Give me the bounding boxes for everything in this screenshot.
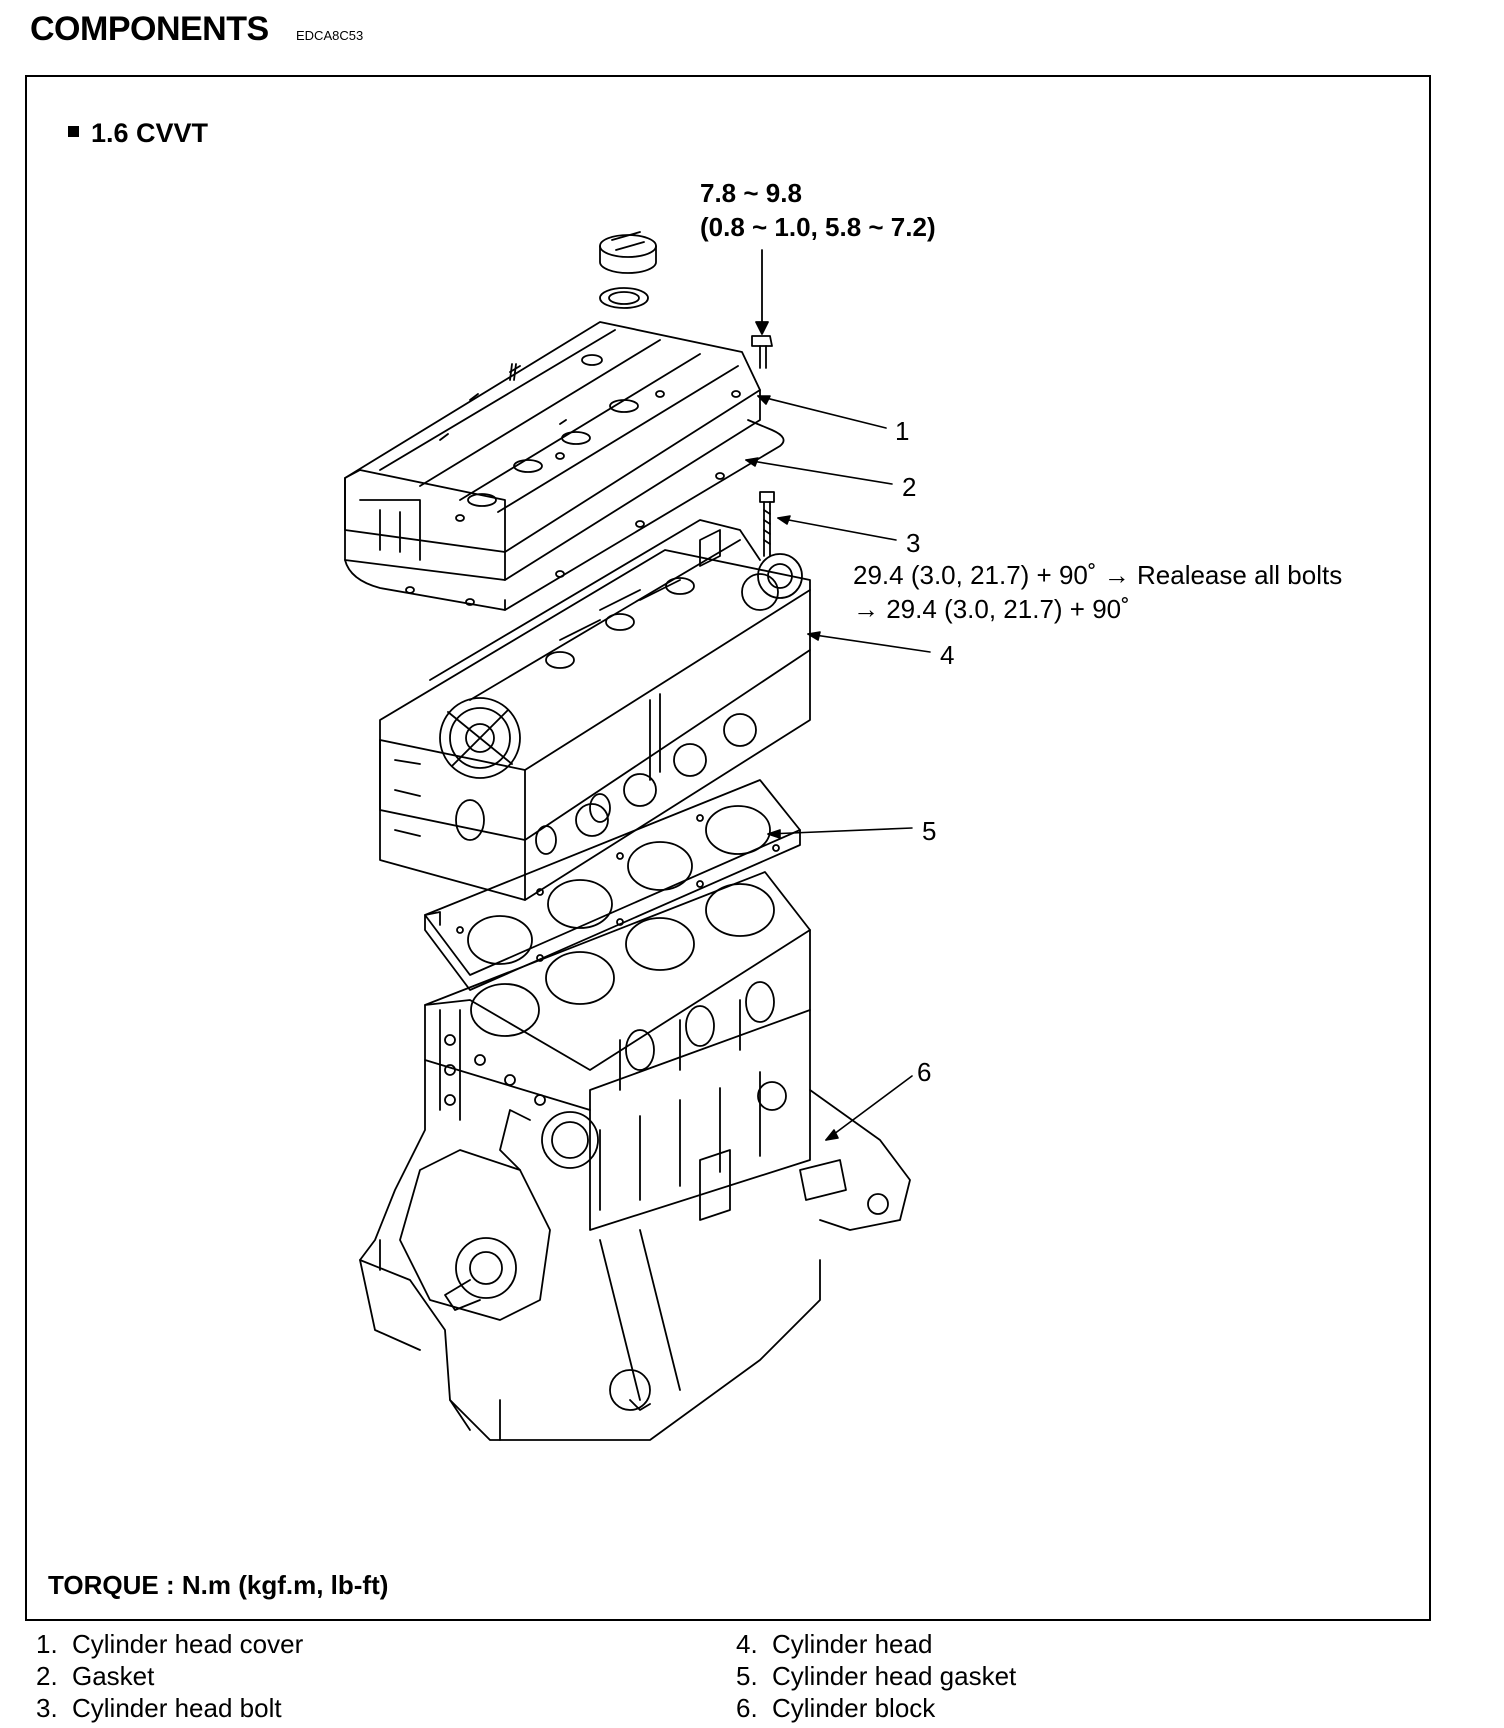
legend-number: 3. xyxy=(36,1693,58,1723)
legend-item: 5. Cylinder head gasket xyxy=(736,1660,1016,1692)
torque-cover-bolt-line1: 7.8 ~ 9.8 xyxy=(700,178,802,208)
legend-right: 4. Cylinder head 5. Cylinder head gasket 6… xyxy=(736,1628,1016,1724)
legend-number: 2. xyxy=(36,1661,58,1691)
torque-unit-note: TORQUE : N.m (kgf.m, lb-ft) xyxy=(48,1570,389,1600)
legend-label: Cylinder head cover xyxy=(72,1629,304,1659)
legend-number: 1. xyxy=(36,1629,58,1659)
legend-left: 1. Cylinder head cover 2. Gasket 3. Cylinde… xyxy=(36,1628,303,1724)
diagram-frame xyxy=(25,75,1431,1621)
head-bolt-drawing xyxy=(760,492,774,556)
legend-number: 4. xyxy=(736,1629,758,1659)
legend-item: 1. Cylinder head cover xyxy=(36,1628,303,1660)
torque-head-bolt-line1: 29.4 (3.0, 21.7) + 90˚ → Realease all bo… xyxy=(853,560,1343,590)
legend-label: Cylinder head bolt xyxy=(72,1693,282,1723)
document-code: EDCA8C53 xyxy=(296,28,364,43)
legend-item: 4. Cylinder head xyxy=(736,1628,1016,1660)
cover-bolt-drawing xyxy=(752,250,772,368)
cylinder-block-drawing xyxy=(360,872,910,1440)
head-gasket-drawing xyxy=(425,780,800,990)
callout-1: 1 xyxy=(895,416,910,446)
callout-4: 4 xyxy=(940,640,955,670)
torque-cover-bolt-line2: (0.8 ~ 1.0, 5.8 ~ 7.2) xyxy=(700,212,936,242)
callout-6: 6 xyxy=(917,1057,932,1087)
callout-3: 3 xyxy=(906,528,921,558)
torque-head-bolt-line2: → 29.4 (3.0, 21.7) + 90˚ xyxy=(853,594,1130,624)
legend-item: 2. Gasket xyxy=(36,1660,303,1692)
bullet-icon xyxy=(68,126,79,138)
leader-lines xyxy=(746,396,930,1140)
legend-label: Cylinder block xyxy=(772,1693,936,1723)
legend-item: 3. Cylinder head bolt xyxy=(36,1692,303,1724)
legend-label: Gasket xyxy=(72,1661,155,1691)
legend-label: Cylinder head xyxy=(772,1629,933,1659)
variant-label: 1.6 CVVT xyxy=(91,118,209,148)
legend-number: 6. xyxy=(736,1693,758,1723)
legend-number: 5. xyxy=(736,1661,758,1691)
callout-5: 5 xyxy=(922,816,937,846)
legend-label: Cylinder head gasket xyxy=(772,1661,1017,1691)
variant-title: 1.6 CVVT xyxy=(68,118,208,149)
cylinder-head-cover-drawing xyxy=(345,322,760,580)
callout-2: 2 xyxy=(902,472,917,502)
page-title: COMPONENTS xyxy=(30,10,269,48)
oil-filler-cap-drawing xyxy=(600,232,656,308)
cover-gasket-drawing xyxy=(345,420,784,610)
cylinder-head-drawing xyxy=(380,520,810,900)
legend-item: 6. Cylinder block xyxy=(736,1692,1016,1724)
